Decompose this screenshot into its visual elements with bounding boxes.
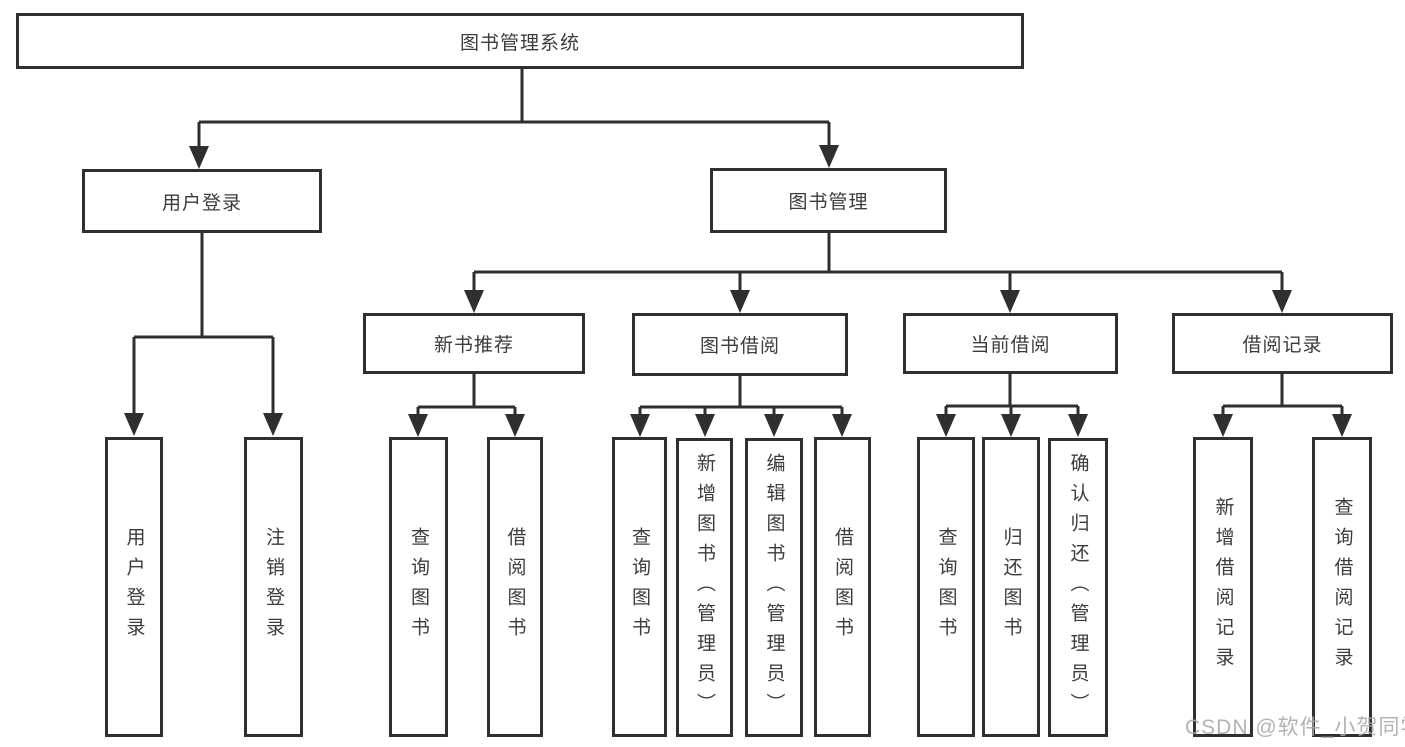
leaf-edit-book-admin-label: 编辑图书（管理员）	[763, 452, 785, 723]
node-borrow-records-label: 借阅记录	[1242, 335, 1323, 356]
leaf-borrow-borrow-books-label: 借阅图书	[832, 527, 853, 647]
leaf-newbook-query-books-label: 查询图书	[408, 527, 429, 647]
leaf-query-borrow-record: 查询借阅记录	[1312, 437, 1372, 737]
leaf-logout-label: 注销登录	[263, 527, 284, 647]
node-current-borrow: 当前借阅	[903, 313, 1118, 374]
leaf-add-borrow-record-label: 新增借阅记录	[1212, 497, 1234, 677]
node-book-management: 图书管理	[710, 168, 947, 233]
leaf-return-books-label: 归还图书	[1000, 527, 1022, 647]
leaf-newbook-borrow-books: 借阅图书	[487, 437, 543, 737]
node-book-borrow: 图书借阅	[632, 313, 848, 376]
node-book-borrow-label: 图书借阅	[699, 336, 780, 357]
leaf-current-query-books: 查询图书	[917, 437, 975, 737]
leaf-add-book-admin-label: 新增图书（管理员）	[694, 452, 715, 723]
csdn-watermark: CSDN @软件_小贺同学	[1185, 716, 1405, 739]
leaf-confirm-return-admin-label: 确认归还（管理员）	[1067, 452, 1089, 723]
leaf-logout: 注销登录	[244, 437, 303, 737]
leaf-newbook-query-books: 查询图书	[389, 437, 448, 737]
leaf-return-books: 归还图书	[982, 437, 1040, 737]
node-new-book-recommend: 新书推荐	[363, 313, 585, 374]
leaf-current-query-books-label: 查询图书	[935, 527, 957, 647]
leaf-add-borrow-record: 新增借阅记录	[1193, 437, 1253, 737]
node-borrow-records: 借阅记录	[1172, 313, 1393, 374]
node-user-login-label: 用户登录	[161, 192, 242, 214]
leaf-user-login: 用户登录	[105, 437, 163, 737]
leaf-edit-book-admin: 编辑图书（管理员）	[745, 438, 803, 737]
leaf-add-book-admin: 新增图书（管理员）	[676, 438, 733, 737]
node-root: 图书管理系统	[16, 13, 1024, 69]
leaf-borrow-borrow-books: 借阅图书	[814, 437, 871, 737]
node-current-borrow-label: 当前借阅	[970, 335, 1051, 356]
leaf-confirm-return-admin: 确认归还（管理员）	[1048, 438, 1108, 737]
node-user-login: 用户登录	[82, 169, 322, 233]
leaf-user-login-label: 用户登录	[123, 527, 145, 647]
node-new-book-recommend-label: 新书推荐	[433, 335, 514, 356]
node-root-label: 图书管理系统	[459, 32, 580, 54]
leaf-borrow-query-books: 查询图书	[612, 437, 667, 737]
leaf-newbook-borrow-books-label: 借阅图书	[504, 527, 526, 647]
node-book-management-label: 图书管理	[788, 192, 869, 213]
leaf-borrow-query-books-label: 查询图书	[629, 527, 650, 647]
leaf-query-borrow-record-label: 查询借阅记录	[1331, 497, 1353, 677]
